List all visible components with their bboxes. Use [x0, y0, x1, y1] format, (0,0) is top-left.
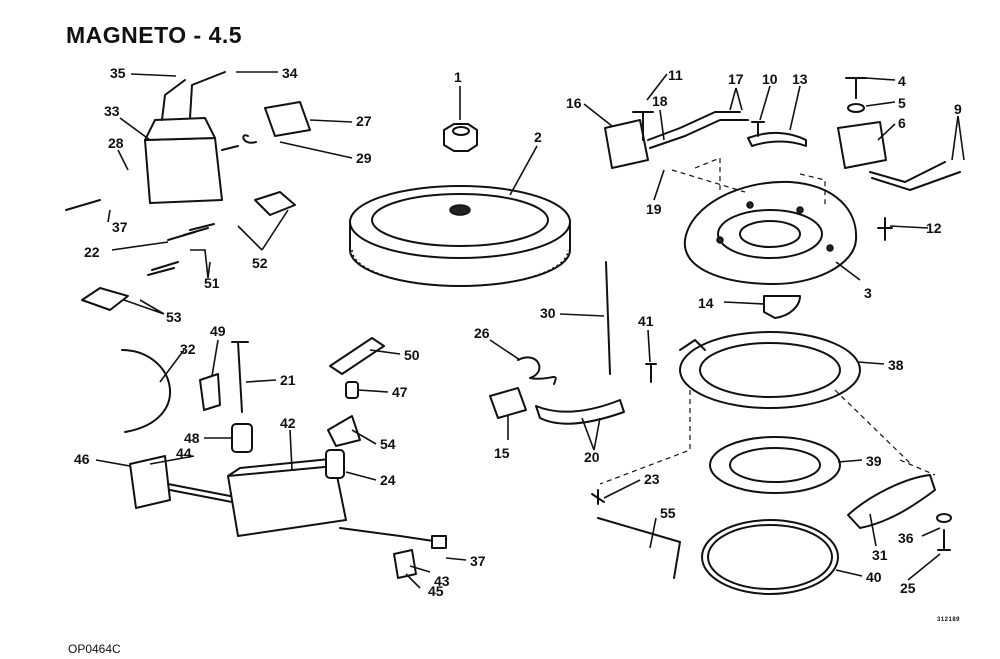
- callout-17: 17: [728, 71, 744, 87]
- callout-49: 49: [210, 323, 226, 339]
- callout-33: 33: [104, 103, 120, 119]
- stator-plate-part: [683, 180, 858, 286]
- cable-tie-part: [605, 261, 611, 375]
- callout-47: 47: [392, 384, 408, 400]
- flywheel-part: [349, 185, 571, 287]
- diagram-title: MAGNETO - 4.5: [66, 22, 243, 48]
- drawing-number: 312189: [937, 617, 961, 623]
- callout-24: 24: [380, 472, 396, 488]
- power-pack-part: [129, 455, 441, 543]
- charge-coil-part: [837, 121, 961, 191]
- callout-51: 51: [204, 275, 220, 291]
- callout-9: 9: [954, 101, 962, 117]
- callout-4: 4: [898, 73, 906, 89]
- callout-41: 41: [638, 313, 654, 329]
- callout-14: 14: [698, 295, 714, 311]
- callout-45: 45: [428, 583, 444, 599]
- link-rod-part: [597, 517, 681, 579]
- callout-10: 10: [762, 71, 778, 87]
- callout-28: 28: [108, 135, 124, 151]
- callout-23: 23: [644, 471, 660, 487]
- armature-ring-part: [679, 331, 861, 409]
- connector-parts: [81, 101, 311, 311]
- lever-50-part: [329, 337, 385, 375]
- callout-36: 36: [898, 530, 914, 546]
- spacer-24-part: [325, 449, 345, 479]
- pin-47-part: [345, 381, 359, 399]
- callout-30: 30: [540, 305, 556, 321]
- callout-46: 46: [74, 451, 90, 467]
- ground-lead-part: [121, 349, 171, 433]
- callout-13: 13: [792, 71, 808, 87]
- timing-pointer-part: [763, 295, 801, 319]
- callout-42: 42: [280, 415, 296, 431]
- callout-11: 11: [668, 67, 683, 83]
- spacer-48-part: [231, 423, 253, 453]
- callout-32: 32: [180, 341, 196, 357]
- callout-22: 22: [84, 244, 100, 260]
- callout-34: 34: [282, 65, 298, 81]
- callout-40: 40: [866, 569, 882, 585]
- spring-part: [517, 356, 557, 385]
- callout-16: 16: [566, 95, 582, 111]
- ignition-coil-part: [144, 71, 239, 204]
- callout-26: 26: [474, 325, 490, 341]
- callout-12: 12: [926, 220, 942, 236]
- callout-5: 5: [898, 95, 906, 111]
- flywheel-nut-part: [443, 123, 478, 152]
- callout-27: 27: [356, 113, 372, 129]
- callout-37-lower: 37: [470, 553, 486, 569]
- callout-21: 21: [280, 372, 296, 388]
- retainer-part: [709, 436, 841, 494]
- callout-numbers: 1 2 3 4 5 6 9 10 11 12 13 14 15 16 17 18…: [74, 65, 962, 599]
- callout-31: 31: [872, 547, 888, 563]
- callout-38: 38: [888, 357, 904, 373]
- callout-44: 44: [176, 445, 192, 461]
- callout-15: 15: [494, 445, 510, 461]
- callout-43: 43: [434, 573, 450, 589]
- throttle-cam-part: [847, 474, 936, 529]
- callout-2: 2: [534, 129, 542, 145]
- callout-52: 52: [252, 255, 268, 271]
- screw-21-part: [231, 341, 249, 413]
- callout-19: 19: [646, 201, 662, 217]
- clip-part: [591, 489, 605, 505]
- callout-18: 18: [652, 93, 668, 109]
- sensor-coil-part: [604, 111, 749, 169]
- callout-leaders: [95, 71, 965, 589]
- callout-55: 55: [660, 505, 676, 521]
- terminal-part: [393, 535, 447, 579]
- callout-53: 53: [166, 309, 182, 325]
- callout-1: 1: [454, 69, 462, 85]
- callout-29: 29: [356, 150, 372, 166]
- callout-48: 48: [184, 430, 200, 446]
- mount-49-part: [199, 373, 221, 411]
- callout-54: 54: [380, 436, 396, 452]
- screw-parts: [65, 77, 952, 551]
- callout-6: 6: [898, 115, 906, 131]
- link-54-part: [327, 415, 361, 447]
- callout-20: 20: [584, 449, 600, 465]
- callout-35: 35: [110, 65, 126, 81]
- callout-25: 25: [900, 580, 916, 596]
- callout-39: 39: [866, 453, 882, 469]
- support-ring-part: [701, 519, 839, 595]
- hose-part: [535, 399, 625, 425]
- callout-3: 3: [864, 285, 872, 301]
- assembly-dashed-lines: [599, 157, 936, 485]
- callout-37-upper: 37: [112, 219, 128, 235]
- callout-50: 50: [404, 347, 420, 363]
- figure-code: OP0464C: [68, 642, 121, 656]
- bushing-part: [489, 387, 527, 419]
- clamp-bracket-part: [747, 132, 807, 147]
